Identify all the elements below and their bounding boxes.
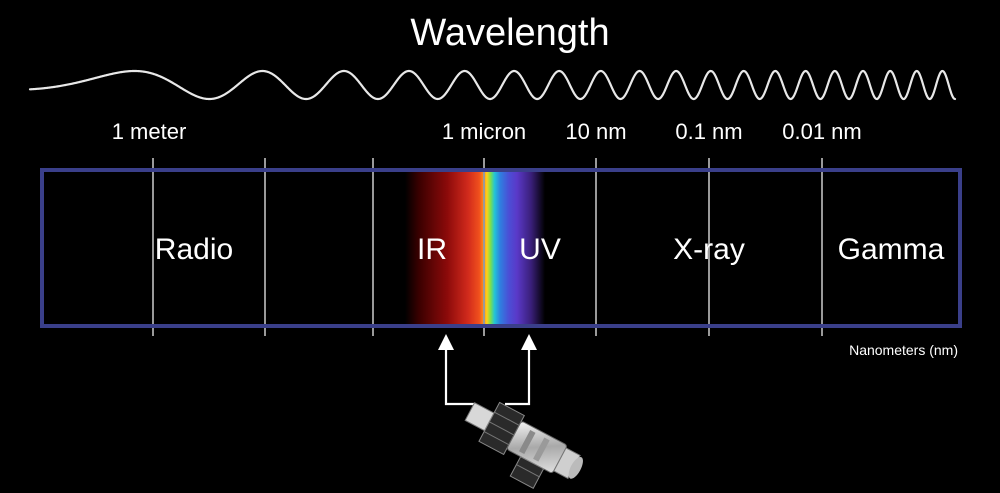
scale-label-1-meter: 1 meter (112, 119, 187, 144)
band-label-x-ray: X-ray (673, 233, 745, 266)
scale-label-1-micron: 1 micron (442, 119, 526, 144)
wavelength-wave (28, 69, 957, 101)
hubble-telescope-icon (464, 401, 583, 489)
scale-labels: 1 meter 1 micron 10 nm 0.1 nm 0.01 nm (112, 119, 862, 144)
spectrum-frame (40, 168, 962, 328)
band-label-radio: Radio (155, 233, 233, 266)
arrowheads (438, 334, 537, 350)
up-arrow-icon (444, 344, 531, 406)
title: Wavelength (410, 12, 609, 54)
band-label-uv: UV (519, 233, 561, 266)
band-label-ir: IR (417, 233, 447, 266)
band-label-gamma: Gamma (838, 233, 945, 266)
scale-label-10-nm: 10 nm (565, 119, 626, 144)
band-labels: Radio IR UV X-ray Gamma (155, 233, 945, 266)
scale-label-0-1-nm: 0.1 nm (675, 119, 742, 144)
scale-label-0-01-nm: 0.01 nm (782, 119, 862, 144)
unit-label: Nanometers (nm) (849, 342, 958, 358)
visible-spectrum-band (405, 171, 545, 326)
decade-dividers (152, 158, 823, 336)
arrowhead-uv (521, 334, 537, 350)
arrowhead-ir (438, 334, 454, 350)
